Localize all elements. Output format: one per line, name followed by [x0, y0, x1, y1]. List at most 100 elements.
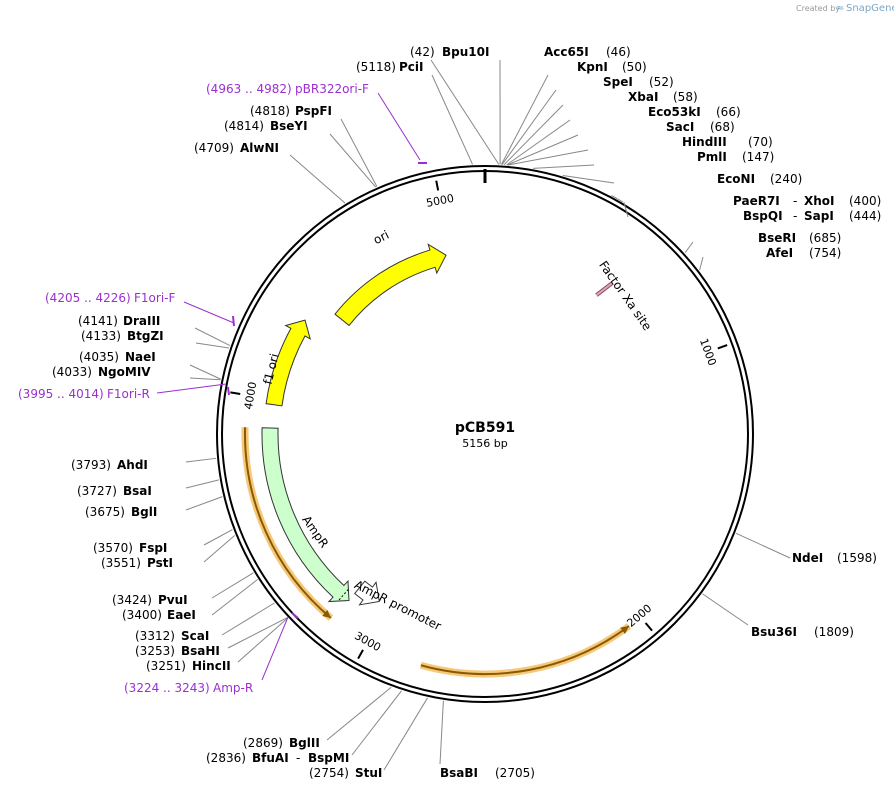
site-name[interactable]: BsaBI	[440, 766, 478, 780]
site-name[interactable]: HindIII	[682, 135, 727, 149]
primer-name[interactable]: pBR322ori-F	[295, 82, 369, 96]
site-name[interactable]: NdeI	[792, 551, 823, 565]
site-name[interactable]: ScaI	[181, 629, 209, 643]
site-name[interactable]: BseYI	[270, 119, 308, 133]
primer-mark	[291, 612, 299, 619]
primer-range: (4205 .. 4226)	[45, 291, 131, 305]
site-name[interactable]: BsaHI	[181, 644, 220, 658]
feature-ori[interactable]	[334, 243, 447, 327]
primer-name[interactable]: F1ori-R	[107, 387, 150, 401]
site-name[interactable]: PspFI	[295, 104, 332, 118]
credit-brand: SnapGene	[846, 3, 894, 14]
scale-tick	[230, 391, 241, 395]
site-name[interactable]: XhoI	[804, 194, 835, 208]
feature-label-ori[interactable]: ori	[371, 228, 391, 248]
site-leader-line	[185, 479, 220, 489]
backbone-outer	[216, 165, 754, 703]
site-name[interactable]: BspMI	[308, 751, 349, 765]
site-name[interactable]: BseRI	[758, 231, 796, 245]
site-leader-line	[203, 535, 236, 563]
feature-f1-ori[interactable]	[265, 319, 312, 407]
feature-label-factor-xa[interactable]: Factor Xa site	[596, 258, 654, 333]
site-pos: (1809)	[814, 625, 854, 639]
primer-name[interactable]: F1ori-F	[134, 291, 175, 305]
site-name[interactable]: EaeI	[167, 608, 196, 622]
site-pos: (4141)	[78, 314, 118, 328]
site-name[interactable]: BsaI	[123, 484, 152, 498]
site-pos: (4818)	[250, 104, 290, 118]
snapgene-logo-icon: ≈	[836, 3, 844, 14]
orf-arc	[419, 623, 632, 678]
site-leader-line	[189, 377, 221, 381]
plasmid-size: 5156 bp	[462, 437, 507, 450]
site-leader-line	[189, 364, 221, 380]
site-pos: (3551)	[101, 556, 141, 570]
site-leader-line	[684, 241, 694, 254]
site-name[interactable]: Bpu10I	[442, 45, 489, 59]
site-leader-line	[237, 617, 288, 663]
site-name[interactable]: BtgZI	[127, 329, 164, 343]
site-name[interactable]: FspI	[139, 541, 167, 555]
site-name[interactable]: StuI	[355, 766, 382, 780]
primer-leader	[156, 383, 227, 394]
site-name[interactable]: Acc65I	[544, 45, 589, 59]
feature-ampr-promoter[interactable]	[353, 580, 380, 606]
site-name[interactable]: AhdI	[117, 458, 148, 472]
primer-leader	[183, 301, 235, 324]
site-pos: (52)	[649, 75, 674, 89]
primer-range: (4963 .. 4982)	[206, 82, 292, 96]
site-name[interactable]: AfeI	[766, 246, 793, 260]
scale-tick	[357, 649, 364, 660]
site-name[interactable]: SapI	[804, 209, 834, 223]
site-leader-line	[430, 59, 500, 165]
site-leader-line	[533, 164, 595, 169]
feature-ampr[interactable]	[261, 427, 350, 603]
site-name[interactable]: EcoNI	[717, 172, 755, 186]
site-name[interactable]: BfuAI	[252, 751, 289, 765]
site-name[interactable]: Bsu36I	[751, 625, 797, 639]
site-pos: (4035)	[79, 350, 119, 364]
site-leader-line	[194, 327, 231, 346]
site-name[interactable]: BglI	[131, 505, 157, 519]
site-leader-line	[227, 617, 288, 649]
site-name[interactable]: PciI	[399, 60, 424, 74]
site-name[interactable]: BglII	[289, 736, 320, 750]
site-name[interactable]: DraIII	[123, 314, 160, 328]
site-name[interactable]: SacI	[666, 120, 694, 134]
site-name[interactable]: PvuI	[158, 593, 188, 607]
site-pos: (240)	[770, 172, 802, 186]
scale-tick-label: 5000	[425, 192, 455, 210]
site-pos: (2869)	[243, 736, 283, 750]
orf-arcs	[241, 427, 632, 678]
site-pos: (3424)	[112, 593, 152, 607]
site-leader-line	[500, 74, 549, 165]
site-pos: (1598)	[837, 551, 877, 565]
site-name[interactable]: AlwNI	[240, 141, 279, 155]
site-pos: (3675)	[85, 505, 125, 519]
site-pos: (4133)	[81, 329, 121, 343]
site-leader-line	[562, 174, 615, 184]
site-name[interactable]: KpnI	[577, 60, 608, 74]
site-name[interactable]: NaeI	[125, 350, 156, 364]
site-name[interactable]: Eco53kI	[648, 105, 701, 119]
orf-arc-line	[244, 427, 332, 619]
site-name[interactable]: PmlI	[697, 150, 727, 164]
site-name[interactable]: SpeI	[603, 75, 633, 89]
site-name[interactable]: HincII	[192, 659, 231, 673]
site-dash: -	[793, 209, 797, 223]
site-name[interactable]: NgoMIV	[98, 365, 151, 379]
site-name[interactable]: PstI	[147, 556, 173, 570]
site-leader-line	[507, 149, 589, 166]
primer-name[interactable]: Amp-R	[213, 681, 253, 695]
site-name[interactable]: PaeR7I	[733, 194, 780, 208]
site-pos: (3251)	[146, 659, 186, 673]
site-leader-line	[735, 532, 791, 559]
site-name[interactable]: BspQI	[743, 209, 783, 223]
site-name[interactable]: XbaI	[628, 90, 658, 104]
orf-arrowhead	[322, 609, 331, 619]
plasmid-name: pCB591	[455, 420, 515, 436]
site-pos: (68)	[710, 120, 735, 134]
site-leader-line	[221, 602, 275, 636]
feature-label-ampr-promoter[interactable]: AmpR promoter	[352, 578, 443, 634]
credit-prefix: Created by	[796, 4, 840, 13]
